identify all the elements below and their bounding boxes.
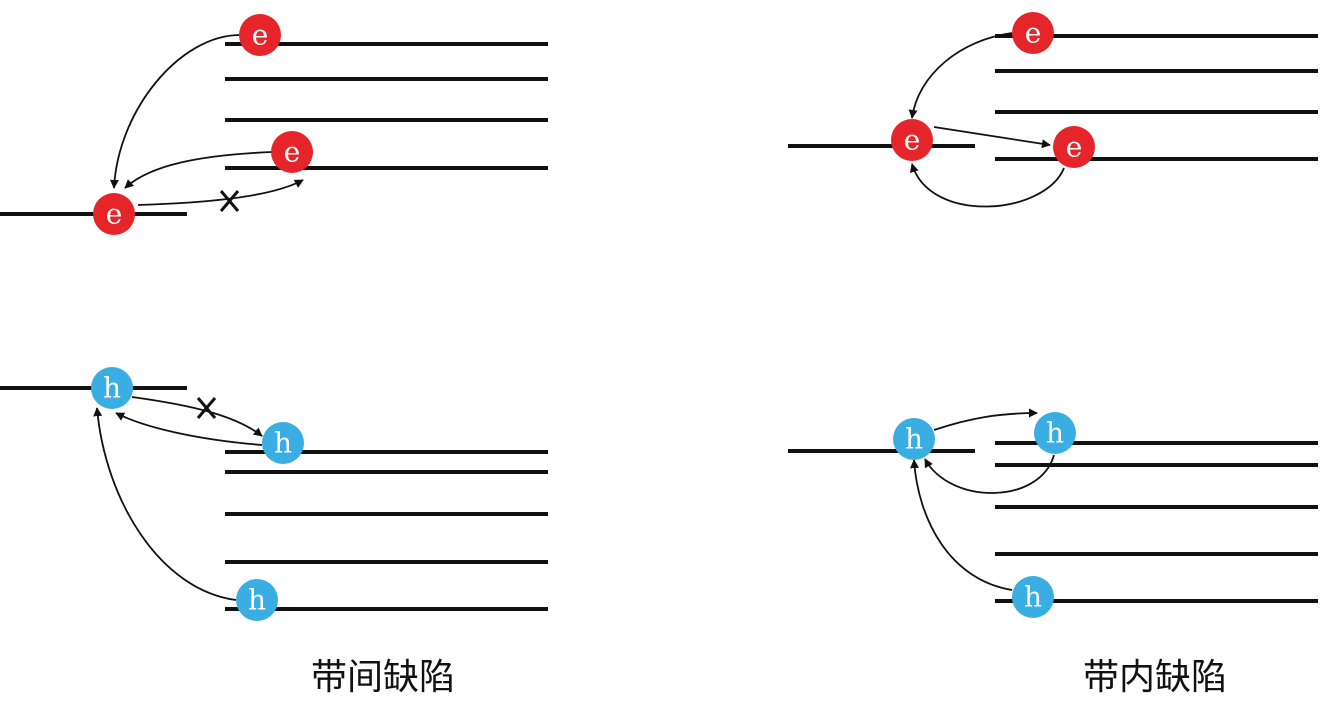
caption-intraband-defect: 带内缺陷 [1083, 657, 1228, 698]
hole: h [893, 418, 935, 460]
panel-hole-intraband: h h h [788, 408, 1318, 618]
panel-hole-interband: h h h [0, 367, 548, 621]
capture-arrow [93, 407, 237, 601]
hole: h [236, 579, 278, 621]
capture-arrow [124, 151, 273, 189]
svg-text:h: h [905, 423, 923, 456]
capture-arrow [908, 32, 1013, 119]
svg-text:h: h [1046, 417, 1064, 450]
electron: e [891, 119, 933, 161]
svg-text:h: h [1024, 581, 1042, 614]
electron: e [1012, 12, 1054, 54]
blocked-mark [219, 190, 240, 212]
svg-text:h: h [248, 584, 266, 617]
panel-electron-intraband: e e e [788, 12, 1318, 208]
caption-interband-defect: 带间缺陷 [311, 657, 456, 698]
capture-arrow [910, 459, 1013, 591]
emission-arrow [933, 408, 1038, 431]
svg-text:e: e [904, 124, 921, 157]
electron: e [93, 193, 135, 235]
electron: e [1053, 126, 1095, 168]
electron: e [239, 14, 281, 56]
blocked-arrow [131, 396, 263, 437]
return-arrow [924, 454, 1055, 494]
hole: h [262, 422, 304, 464]
return-arrow [909, 163, 1065, 208]
svg-text:e: e [106, 198, 123, 231]
svg-text:e: e [252, 19, 269, 52]
svg-text:e: e [1025, 17, 1042, 50]
svg-text:h: h [103, 372, 121, 405]
capture-arrow [115, 412, 263, 446]
capture-arrow [109, 34, 241, 189]
hole: h [1012, 576, 1054, 618]
hole: h [91, 367, 133, 409]
svg-text:h: h [274, 427, 292, 460]
electron: e [271, 131, 313, 173]
hole: h [1034, 412, 1076, 454]
blocked-mark [196, 397, 217, 419]
panel-electron-interband: e e e [0, 14, 548, 235]
emission-arrow [933, 126, 1051, 149]
svg-text:e: e [1066, 131, 1083, 164]
svg-text:e: e [284, 136, 301, 169]
